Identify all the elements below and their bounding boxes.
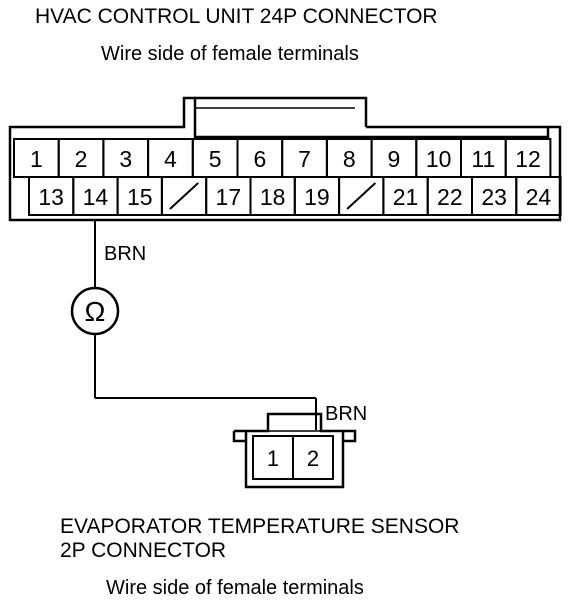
hvac-terminal-label: 21 [393, 184, 419, 210]
hvac-terminal-label: 14 [83, 184, 109, 210]
hvac-empty-cell-slash [346, 182, 377, 210]
hvac-terminal-label: 3 [119, 146, 132, 172]
hvac-terminal-label: 19 [304, 184, 330, 210]
hvac-row2-cell [515, 176, 562, 216]
sensor-connector-subtitle: Wire side of female terminals [106, 577, 364, 599]
ohmmeter-circle [70, 286, 120, 336]
hvac-terminal-label: 12 [515, 146, 541, 172]
hvac-terminal-label: 5 [209, 146, 222, 172]
ohmmeter: Ω [70, 286, 120, 336]
ohmmeter-symbol: Ω [85, 296, 106, 327]
hvac-terminal-label: 4 [164, 146, 177, 172]
wire-color-label-top: BRN [104, 243, 147, 265]
hvac-connector-body [8, 96, 562, 222]
sensor-connector-title-line2: 2P CONNECTOR [60, 539, 227, 562]
hvac-connector-lock-right [355, 96, 368, 127]
hvac-terminal-label: 11 [471, 146, 495, 172]
hvac-connector-outline [8, 96, 562, 222]
sensor-connector-outline-left [232, 431, 246, 443]
wire-path [94, 220, 317, 430]
sensor-terminal-2: 2 [307, 446, 319, 471]
sensor-terminal-1: 1 [267, 446, 279, 471]
hvac-terminal-label: 7 [298, 146, 311, 172]
sensor-connector-title-line1: EVAPORATOR TEMPERATURE SENSOR [60, 515, 460, 538]
hvac-terminal-label: 10 [426, 146, 452, 172]
hvac-terminal-label: 17 [216, 184, 242, 210]
hvac-terminal-label: 9 [388, 146, 401, 172]
hvac-terminal-label: 23 [481, 184, 507, 210]
hvac-terminal-label: 15 [127, 184, 153, 210]
hvac-connector-title: HVAC CONTROL UNIT 24P CONNECTOR [35, 5, 438, 28]
hvac-row2-labels: 13 14 15 17 18 19 21 22 23 24 [38, 184, 551, 210]
hvac-terminal-label: 13 [38, 184, 64, 210]
hvac-terminal-label: 18 [260, 184, 286, 210]
hvac-connector-subtitle: Wire side of female terminals [101, 43, 359, 65]
hvac-terminal-label: 6 [253, 146, 266, 172]
hvac-terminal-label: 8 [343, 146, 356, 172]
hvac-terminal-label: 24 [526, 184, 552, 210]
hvac-connector-grid [13, 138, 562, 216]
wire-color-label-bottom: BRN [325, 403, 368, 425]
sensor-terminal-2-cell [292, 435, 334, 480]
sensor-connector-body [232, 412, 357, 489]
hvac-terminal-label: 2 [75, 146, 88, 172]
hvac-terminal-label: 22 [437, 184, 463, 210]
hvac-empty-cell-slash [169, 182, 199, 210]
hvac-terminal-label: 1 [30, 146, 43, 172]
